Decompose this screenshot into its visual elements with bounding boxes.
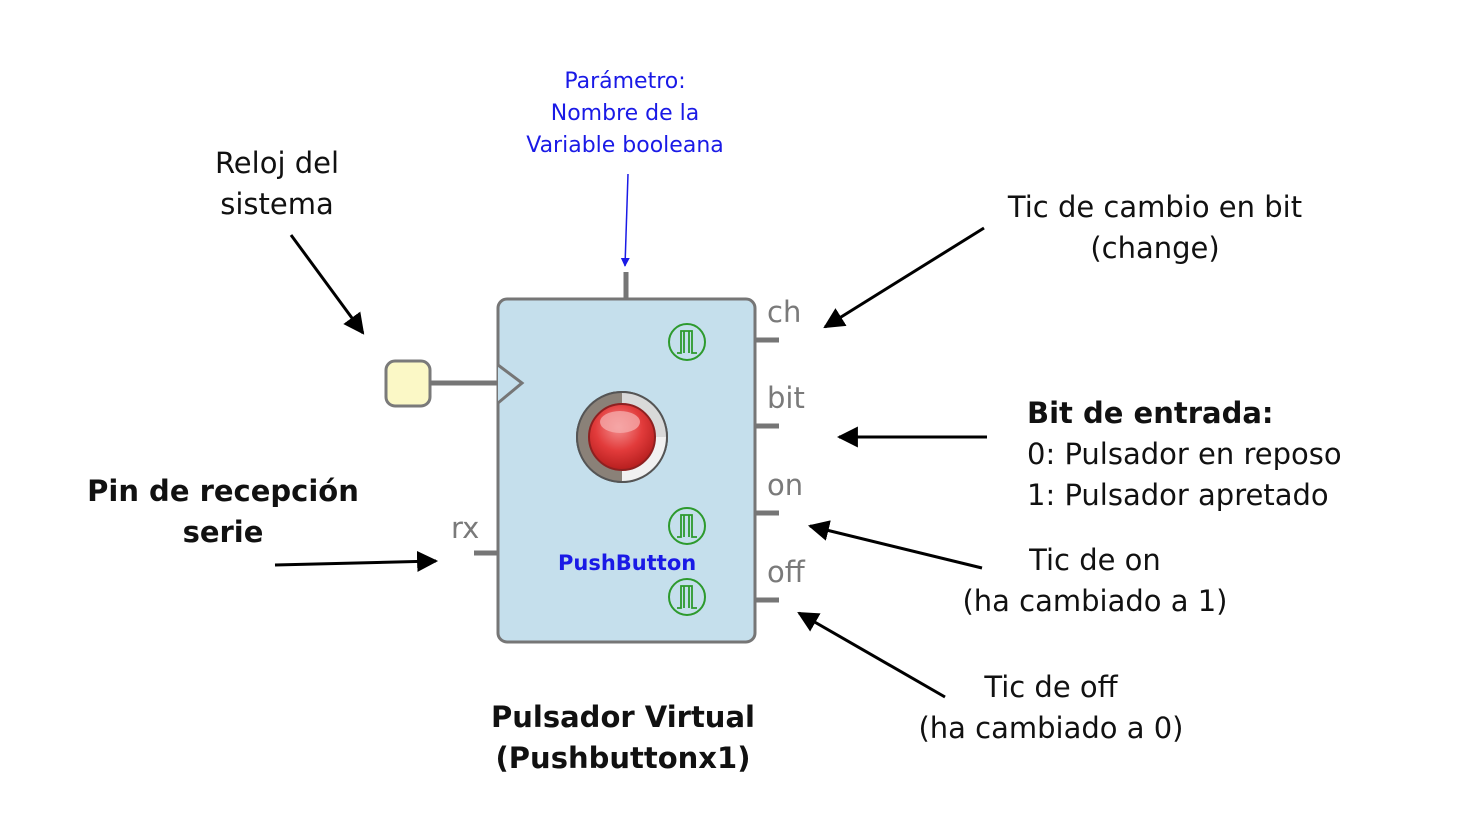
pulse-icon — [668, 507, 706, 545]
rx-note-line2: serie — [182, 515, 264, 549]
change-note: Tic de cambio en bit (change) — [995, 187, 1315, 269]
pulse-icon — [668, 323, 706, 361]
arrow-change — [823, 226, 985, 329]
parameter-note: Parámetro: Nombre de la Variable boolean… — [505, 66, 745, 162]
rx-note-line1: Pin de recepción — [87, 474, 359, 508]
block-name: PushButton — [558, 551, 697, 575]
parameter-note-line3: Variable booleana — [526, 133, 724, 158]
parameter-note-line2: Nombre de la — [550, 101, 700, 126]
off-note-line2: (ha cambiado a 0) — [918, 711, 1184, 745]
bit-note-title: Bit de entrada: — [1027, 396, 1274, 430]
on-note-line2: (ha cambiado a 1) — [962, 584, 1228, 618]
port-label-ch: ch — [767, 295, 802, 329]
port-label-on: on — [767, 468, 804, 502]
block-caption: Pulsador Virtual (Pushbuttonx1) — [473, 697, 773, 779]
bit-note-line1: 0: Pulsador en reposo — [1027, 437, 1342, 471]
change-note-line1: Tic de cambio en bit — [1007, 190, 1303, 224]
port-label-off: off — [767, 555, 805, 589]
clock-note-line1: Reloj del — [214, 146, 340, 180]
port-label-rx: rx — [451, 511, 480, 545]
arrow-on — [807, 520, 983, 570]
rx-note: Pin de recepción serie — [83, 471, 363, 553]
off-note-line1: Tic de off — [984, 670, 1118, 704]
clock-note-line2: sistema — [220, 187, 334, 221]
off-note: Tic de off (ha cambiado a 0) — [906, 667, 1196, 749]
caption-line2: (Pushbuttonx1) — [495, 741, 751, 775]
on-note: Tic de on (ha cambiado a 1) — [945, 540, 1245, 622]
caption-line1: Pulsador Virtual — [491, 700, 755, 734]
arrow-clock — [289, 234, 365, 335]
bit-note-line2: 1: Pulsador apretado — [1027, 478, 1329, 512]
arrow-rx — [274, 550, 439, 572]
parameter-note-line1: Parámetro: — [564, 69, 686, 94]
arrow-parameter — [620, 173, 630, 267]
change-note-line2: (change) — [1090, 231, 1220, 265]
pulse-icon — [668, 578, 706, 616]
port-label-bit: bit — [767, 381, 805, 415]
bit-note: Bit de entrada: 0: Pulsador en reposo 1:… — [1027, 393, 1342, 516]
arrow-off — [797, 611, 946, 699]
push-button-icon[interactable] — [576, 391, 668, 483]
on-note-line1: Tic de on — [1029, 543, 1161, 577]
clock-note: Reloj del sistema — [182, 143, 372, 225]
clock-input-triangle — [497, 363, 525, 405]
clock-input-box[interactable] — [384, 359, 432, 408]
